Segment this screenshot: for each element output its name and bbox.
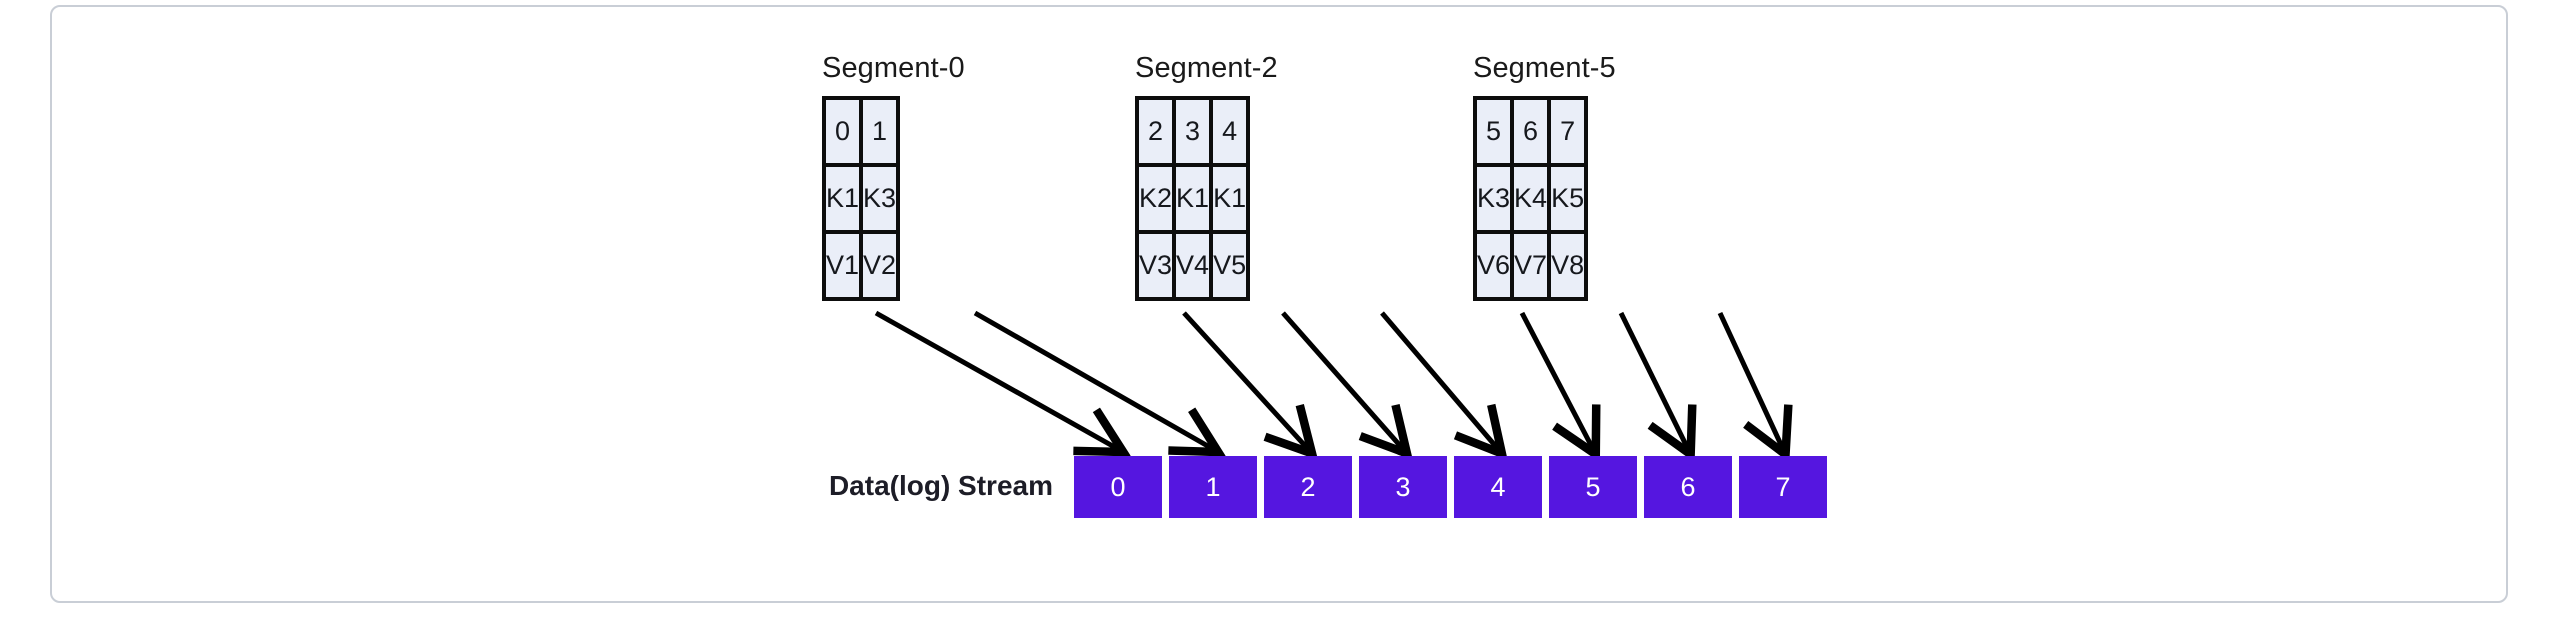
segment-cell-value: V5 bbox=[1209, 230, 1251, 301]
segment-cell-value: V1 bbox=[821, 230, 864, 301]
segment-cell-key: K1 bbox=[1172, 163, 1214, 234]
segment-cell-key: K3 bbox=[859, 163, 901, 234]
stream-cell-4: 4 bbox=[1454, 456, 1542, 518]
segment-cell-key: K3 bbox=[1472, 163, 1515, 234]
segment-cell-key: K4 bbox=[1510, 163, 1552, 234]
segment-title: Segment-0 bbox=[822, 52, 965, 84]
stream-cell-1: 1 bbox=[1169, 456, 1257, 518]
segment-cell-index: 7 bbox=[1547, 96, 1589, 167]
segment-cell-key: K1 bbox=[821, 163, 864, 234]
segment-cell-index: 4 bbox=[1209, 96, 1251, 167]
stream-label: Data(log) Stream bbox=[828, 470, 1053, 501]
stream-cell-6: 6 bbox=[1644, 456, 1732, 518]
segment-cell-value: V6 bbox=[1472, 230, 1515, 301]
stream-cell-5: 5 bbox=[1549, 456, 1637, 518]
segment-cell-key: K5 bbox=[1547, 163, 1589, 234]
segment-cell-key: K1 bbox=[1209, 163, 1251, 234]
segment-cell-value: V8 bbox=[1547, 230, 1589, 301]
segment-cell-index: 0 bbox=[821, 96, 864, 167]
segment-cell-value: V2 bbox=[859, 230, 901, 301]
segment-cell-value: V3 bbox=[1134, 230, 1177, 301]
segment-cell-index: 2 bbox=[1134, 96, 1177, 167]
stream-cell-3: 3 bbox=[1359, 456, 1447, 518]
stream-cell-2: 2 bbox=[1264, 456, 1352, 518]
segment-title: Segment-5 bbox=[1473, 52, 1616, 84]
segment-cell-index: 1 bbox=[859, 96, 901, 167]
segment-cell-key: K2 bbox=[1134, 163, 1177, 234]
segment-cell-index: 5 bbox=[1472, 96, 1515, 167]
segment-title: Segment-2 bbox=[1135, 52, 1278, 84]
segment-cell-index: 6 bbox=[1510, 96, 1552, 167]
segment-cell-index: 3 bbox=[1172, 96, 1214, 167]
segment-cell-value: V4 bbox=[1172, 230, 1214, 301]
stream-cell-0: 0 bbox=[1074, 456, 1162, 518]
stream-cell-7: 7 bbox=[1739, 456, 1827, 518]
segment-cell-value: V7 bbox=[1510, 230, 1552, 301]
